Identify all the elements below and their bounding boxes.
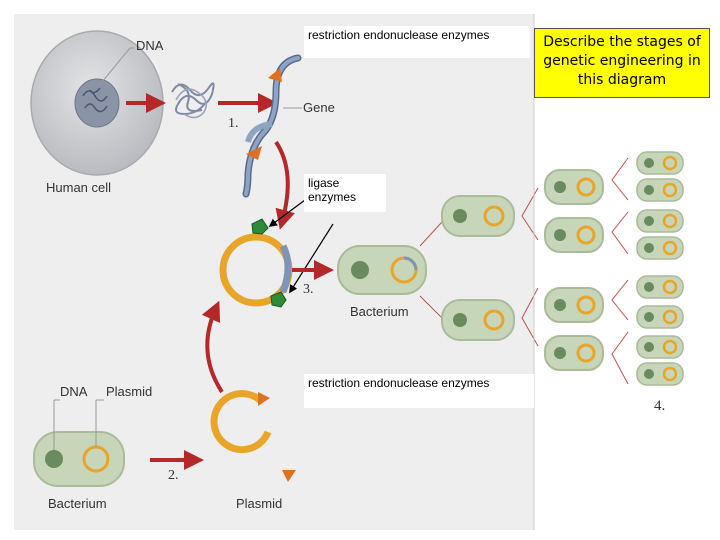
cut-site-plasmid-bottom [282, 470, 296, 482]
ligase-marker-bottom [270, 291, 287, 308]
cut-site-plasmid-top [258, 392, 270, 406]
cut-site-top [268, 68, 282, 82]
ligase-marker-top [251, 218, 269, 235]
bacterium-label-bottom: Bacterium [48, 496, 107, 511]
step-2-label: 2. [168, 468, 179, 483]
bacterium-label-mid: Bacterium [350, 304, 409, 319]
arrow-plasmid-up [201, 300, 224, 394]
human-cell-label: Human cell [46, 180, 112, 195]
step-1-label: 1. [228, 116, 239, 131]
cut-site-gene [246, 146, 262, 160]
recombinant-plasmid [219, 233, 293, 307]
restriction-enzyme-callout-top: restriction endonuclease enzymes [304, 26, 530, 58]
ligase-pointer-2 [289, 223, 334, 294]
restriction-enzyme-callout-bottom: restriction endonuclease enzymes [304, 374, 534, 408]
arrow-gene-to-plasmid [274, 140, 295, 230]
question-box: Describe the stages of genetic engineeri… [534, 28, 710, 98]
dna-label-top: DNA [136, 38, 164, 53]
ligase-enzyme-callout: ligase enzymes [304, 174, 386, 212]
ligase-pointer-1 [268, 199, 306, 228]
gen4-bacteria [636, 151, 684, 386]
dna-tangle [171, 82, 215, 119]
gene-label: Gene [303, 100, 335, 115]
gen3-bacteria [544, 169, 604, 371]
plasmid-label-bottom-left: Plasmid [106, 384, 153, 399]
plasmid-label-bottom: Plasmid [236, 496, 283, 511]
bacterium-recombinant [337, 245, 427, 295]
cell-nucleus [74, 78, 120, 128]
dna-label-bottom: DNA [60, 384, 88, 399]
bacterium-source [33, 431, 125, 487]
daughter-bacterium-1 [441, 195, 515, 237]
step-4-label: 4. [654, 398, 666, 414]
dna-pointer [96, 47, 131, 89]
daughter-bacterium-2 [441, 299, 515, 341]
step-3-label: 3. [303, 282, 314, 297]
cut-plasmid [210, 390, 272, 454]
